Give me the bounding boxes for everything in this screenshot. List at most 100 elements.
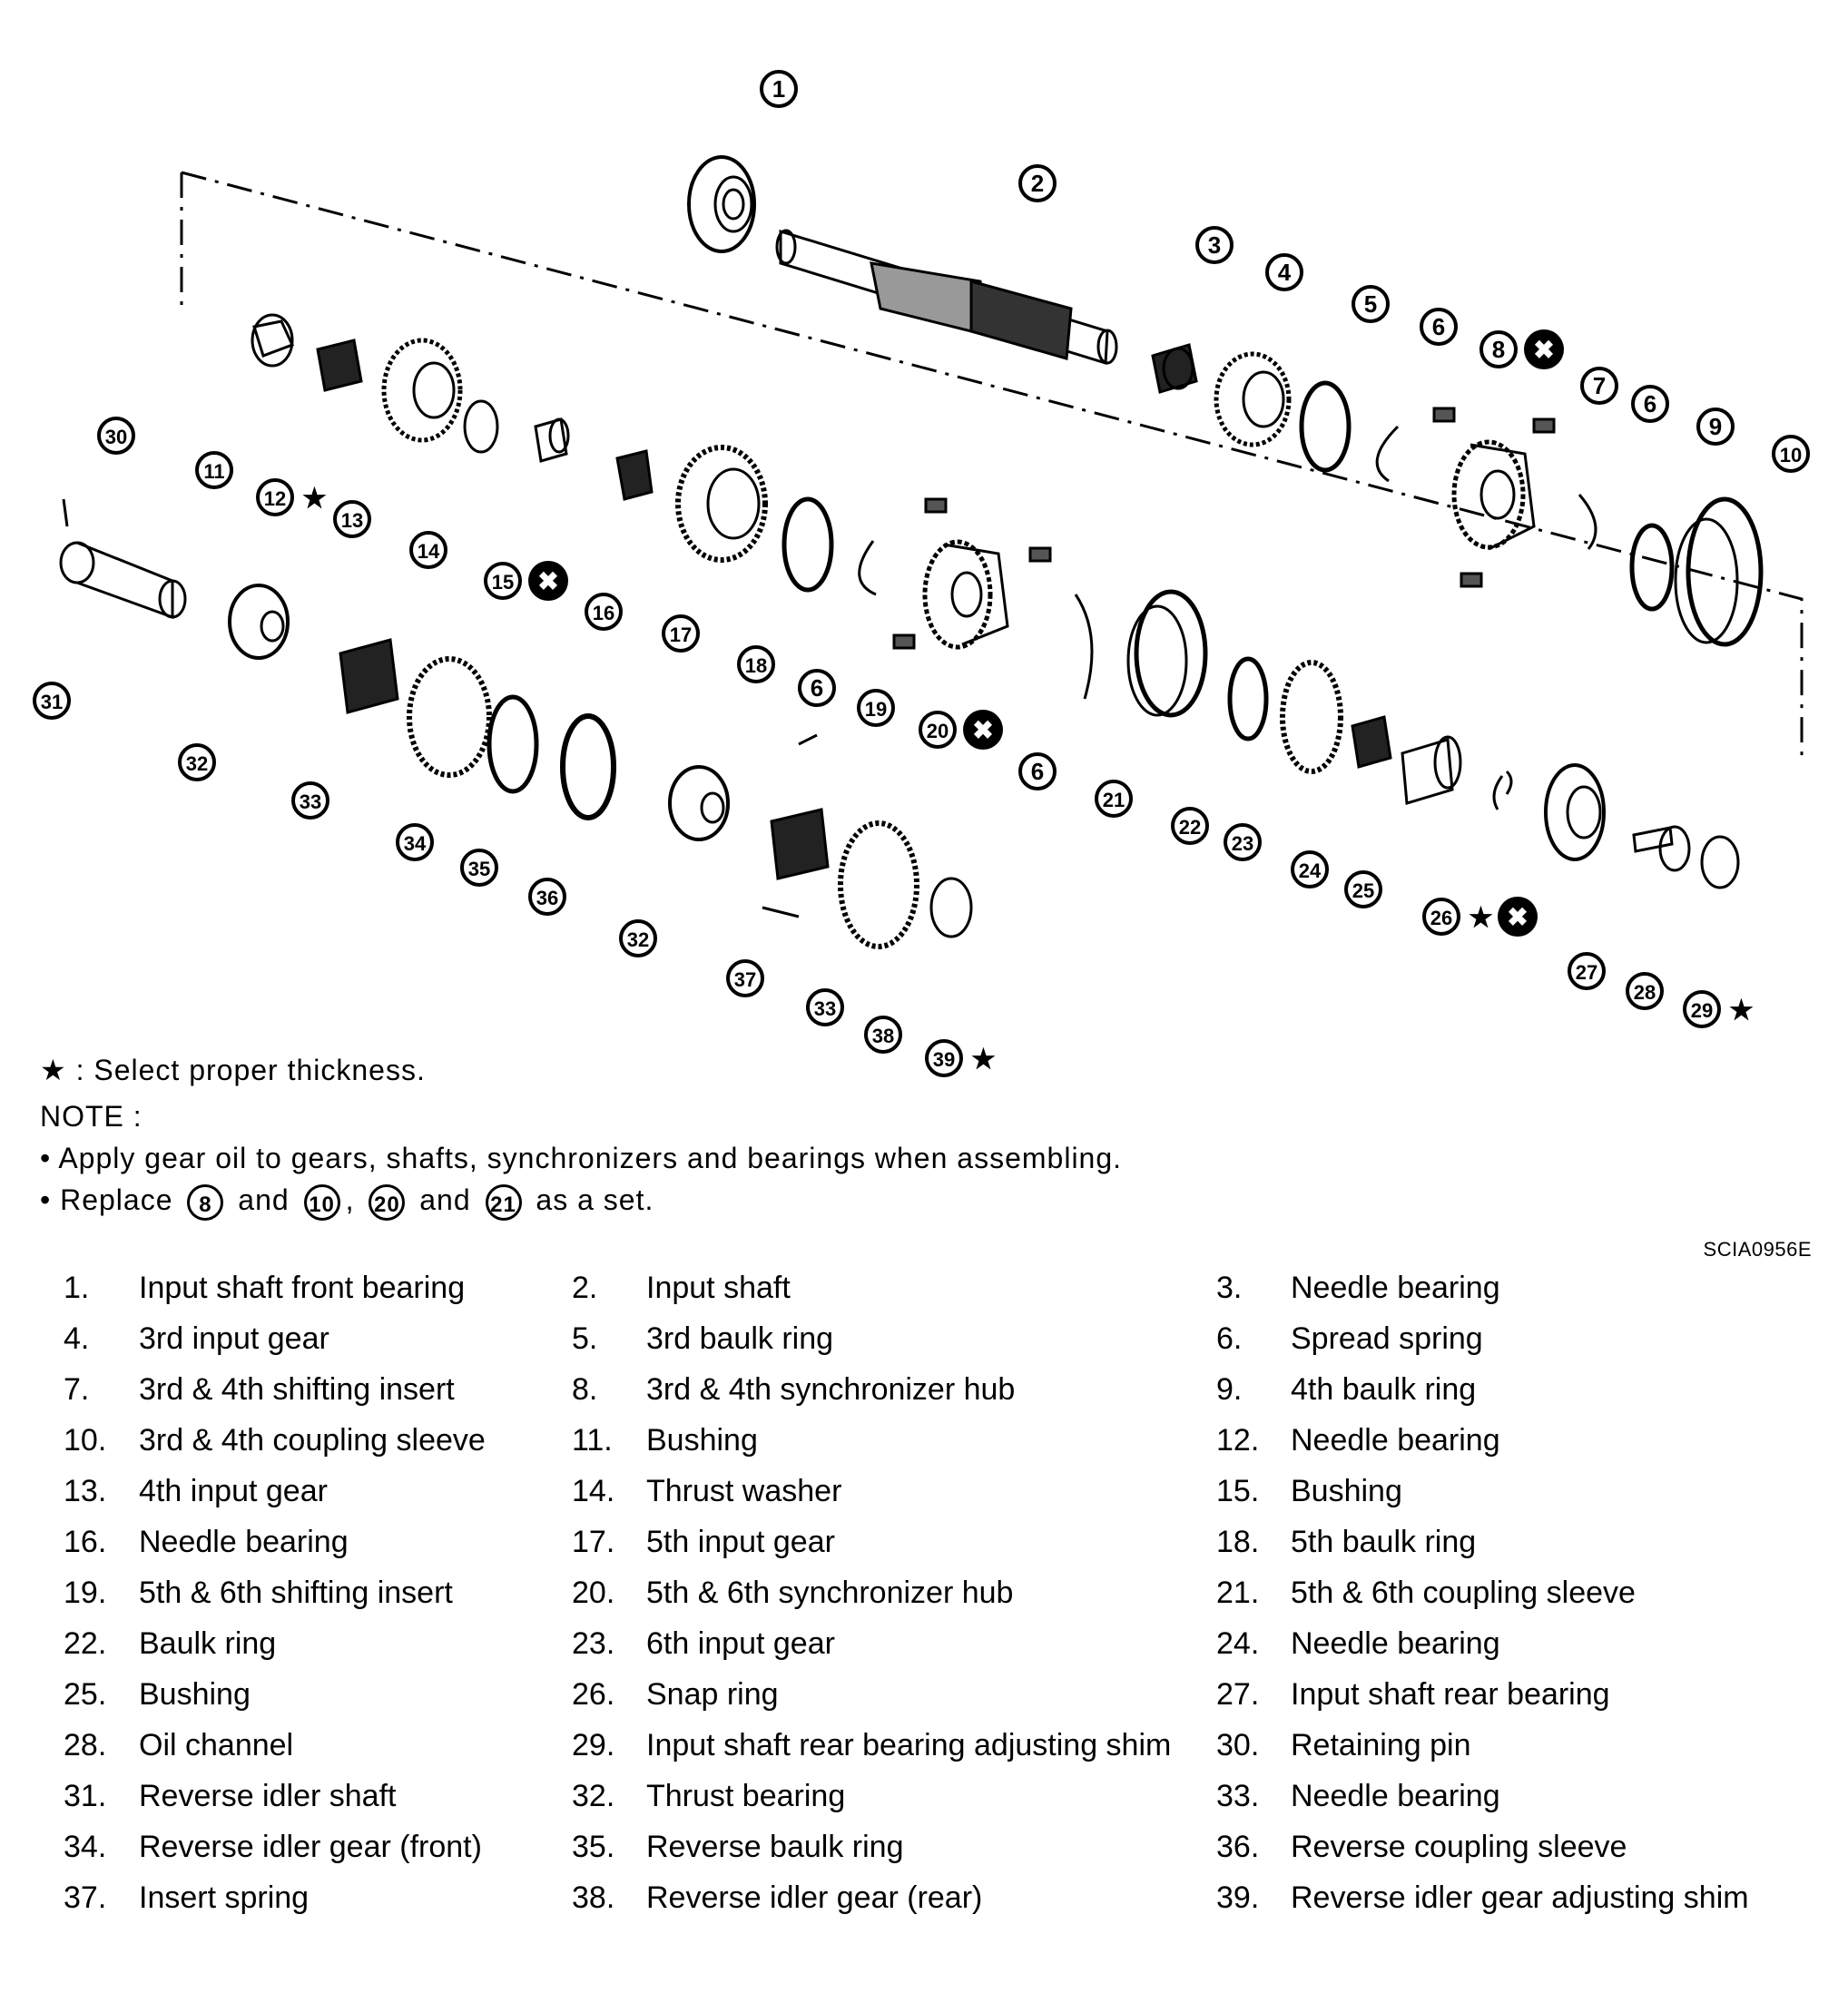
callout-circle — [1344, 870, 1382, 908]
part-5th-6th-shifting-insert — [892, 633, 916, 650]
callout-20: 20✖ — [919, 710, 1003, 750]
legend-label: Needle bearing — [1291, 1271, 1500, 1305]
callout-28: 28 — [1626, 972, 1664, 1010]
legend-label: Needle bearing — [1291, 1423, 1500, 1458]
part-3rd-baulk-ring — [1299, 380, 1352, 473]
callout-3: 3 — [1195, 226, 1234, 264]
callout-number: 8 — [1492, 336, 1505, 363]
callout-number: 10 — [1780, 444, 1802, 466]
callout-number: 12 — [264, 487, 286, 510]
legend-number: 31. — [64, 1779, 107, 1813]
callout-number: 27 — [1576, 961, 1597, 984]
replace-icon-glyph: ✖ — [537, 567, 558, 595]
legend-label: Input shaft front bearing — [139, 1271, 466, 1305]
replace-icon-glyph: ✖ — [1533, 336, 1554, 364]
callout-circle — [1626, 972, 1664, 1010]
legend-label: Retaining pin — [1291, 1728, 1471, 1762]
part-3rd-4th-shifting-insert — [1432, 407, 1456, 423]
part-snap-ring — [1492, 770, 1513, 810]
callout-circle — [1631, 385, 1669, 423]
legend-number: 34. — [64, 1830, 107, 1864]
callout-circle — [256, 478, 294, 516]
part-spread-spring — [1074, 594, 1094, 700]
legend-label: Bushing — [1291, 1474, 1402, 1508]
legend-number: 38. — [572, 1880, 615, 1915]
callout-19: 19 — [857, 689, 895, 727]
legend-label: Needle bearing — [139, 1525, 349, 1559]
legend-label: 5th & 6th shifting insert — [139, 1576, 453, 1610]
part-input-shaft — [775, 229, 1118, 365]
callout-number: 3 — [1208, 231, 1221, 259]
callout-number: 22 — [1179, 816, 1201, 839]
legend-number: 16. — [64, 1525, 107, 1559]
legend-number: 25. — [64, 1677, 107, 1712]
callout-circle — [409, 531, 447, 569]
callout-number: 15 — [492, 571, 514, 594]
legend-label: Reverse baulk ring — [646, 1830, 904, 1864]
legend-label: Needle bearing — [1291, 1779, 1500, 1813]
legend-number: 26. — [572, 1677, 615, 1712]
star-icon: ★ — [302, 484, 327, 514]
callout-number: 25 — [1352, 879, 1374, 902]
part-needle-bearing-24 — [1351, 715, 1392, 769]
legend-label: 3rd & 4th coupling sleeve — [139, 1423, 486, 1458]
legend-label: 3rd input gear — [139, 1321, 329, 1356]
legend-number: 4. — [64, 1321, 90, 1356]
callout-circle — [1018, 164, 1057, 202]
legend-label: Reverse idler gear (front) — [139, 1830, 482, 1864]
callout-number: 37 — [734, 968, 756, 991]
part-6th-input-gear — [1280, 660, 1343, 774]
callout-33: 33 — [291, 781, 329, 820]
callout-circle — [1195, 226, 1234, 264]
note-comma: , — [345, 1183, 355, 1216]
callout-13: 13 — [333, 500, 371, 538]
legend-number: 1. — [64, 1271, 90, 1305]
callout-number: 6 — [1644, 390, 1656, 417]
part-reverse-idler-adjusting-shim — [929, 877, 973, 938]
note-ref-20: 20 — [369, 1183, 406, 1221]
part-3rd-4th-coupling-sleeve — [1674, 496, 1764, 647]
part-5th-input-gear — [675, 445, 768, 563]
legend-number: 11. — [572, 1423, 613, 1458]
legend-number: 5. — [572, 1321, 598, 1356]
callout-circle — [1171, 807, 1209, 845]
legend-number: 8. — [572, 1372, 598, 1407]
legend-label: Thrust washer — [646, 1474, 842, 1508]
part-needle-bearing-12 — [316, 339, 363, 392]
legend-label: Reverse idler gear adjusting shim — [1291, 1880, 1749, 1915]
callout-circle — [806, 988, 844, 1026]
replace-icon — [963, 710, 1003, 750]
callout-number: 32 — [186, 752, 208, 775]
part-3rd-input-gear — [1214, 351, 1292, 447]
callout-number: 17 — [670, 623, 692, 646]
callout-circle — [1095, 780, 1133, 818]
part-front-bearing — [687, 155, 756, 253]
note-and: and — [238, 1183, 290, 1216]
callout-circle — [1696, 407, 1735, 446]
callout-number: 5 — [1364, 290, 1377, 318]
exploded-parts-diagram: 1234568✖76910301112★131415✖16171861920✖6… — [33, 70, 1810, 1077]
part-5th-6th-coupling-sleeve — [1126, 589, 1208, 718]
callout-1: 1 — [760, 70, 798, 108]
callout-27: 27 — [1568, 952, 1606, 990]
callout-number: 18 — [745, 654, 767, 677]
callout-number: 21 — [1103, 789, 1125, 811]
part-needle-bearing-33 — [339, 638, 399, 714]
callout-circle — [925, 1039, 963, 1077]
callout-8: 8✖ — [1479, 329, 1564, 369]
callout-circle — [291, 781, 329, 820]
callout-number: 34 — [404, 832, 427, 855]
callout-10: 10 — [1772, 435, 1810, 473]
legend-number: 14. — [572, 1474, 615, 1508]
part-retaining-pin — [62, 498, 69, 527]
part-rear-bearing-adjusting-shim — [1700, 835, 1740, 889]
callout-9: 9 — [1696, 407, 1735, 446]
note-ref-8: 8 — [187, 1183, 224, 1221]
part-needle-bearing-3 — [1151, 343, 1198, 394]
legend-number: 33. — [1216, 1779, 1260, 1813]
callout-30: 30 — [97, 417, 135, 455]
part-bushing-25 — [1401, 735, 1462, 805]
callout-circle — [760, 70, 798, 108]
callout-5: 5 — [1352, 285, 1390, 323]
star-icon: ★ — [1729, 996, 1754, 1026]
